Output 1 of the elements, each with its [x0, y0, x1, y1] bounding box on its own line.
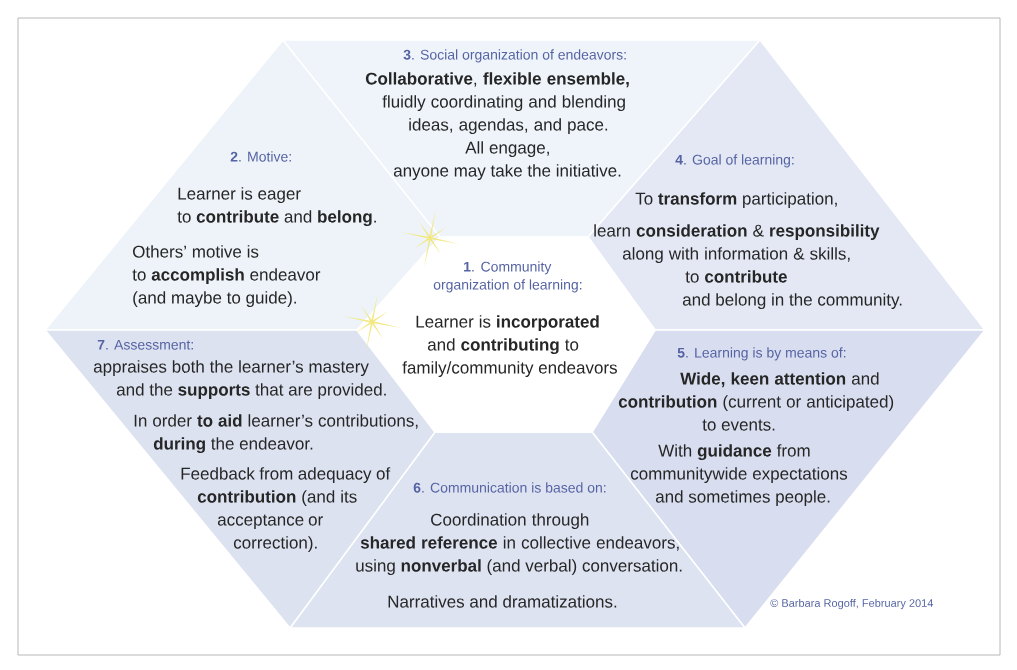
- copyright-note: © Barbara Rogoff, February 2014: [770, 598, 934, 610]
